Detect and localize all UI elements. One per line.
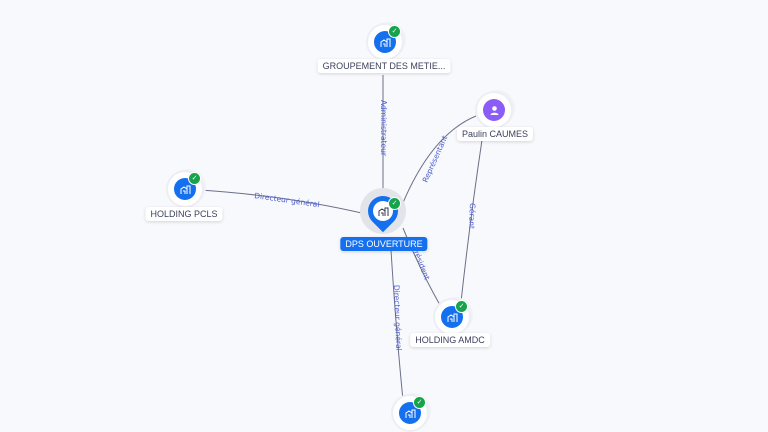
- verified-icon: ✓: [388, 25, 401, 38]
- verified-icon: ✓: [413, 396, 426, 409]
- verified-icon: ✓: [188, 172, 201, 185]
- edge-dg-pcls: [199, 189, 367, 215]
- person-icon: [483, 99, 505, 121]
- node-groupement[interactable]: ✓: [368, 25, 402, 59]
- node-label-groupement[interactable]: GROUPEMENT DES METIE...: [317, 59, 451, 73]
- edge-label-gerant: Gérant: [467, 203, 477, 229]
- node-label-dps[interactable]: DPS OUVERTURE: [340, 237, 428, 251]
- node-label-pcls[interactable]: HOLDING PCLS: [145, 207, 223, 221]
- node-label-paulin[interactable]: Paulin CAUMES: [456, 127, 534, 141]
- edge-dg-bottom: [390, 249, 404, 401]
- verified-icon: ✓: [455, 300, 468, 313]
- edge-label-representant: Représentant: [421, 134, 450, 184]
- node-paulin[interactable]: [477, 93, 511, 127]
- node-amdc[interactable]: ✓: [435, 300, 469, 334]
- edge-president: [402, 227, 441, 306]
- node-pcls[interactable]: ✓: [168, 172, 202, 206]
- edge-representant: [399, 115, 477, 211]
- node-bottom[interactable]: ✓: [393, 396, 427, 430]
- edge-label-dg-bottom: Directeur général: [392, 285, 403, 351]
- node-label-amdc[interactable]: HOLDING AMDC: [410, 333, 490, 347]
- edge-label-dg-pcls: Directeur général: [254, 191, 320, 209]
- edge-gerant: [460, 139, 483, 303]
- verified-icon: ✓: [388, 197, 401, 210]
- edge-label-administrateur: Administrateur: [379, 100, 388, 157]
